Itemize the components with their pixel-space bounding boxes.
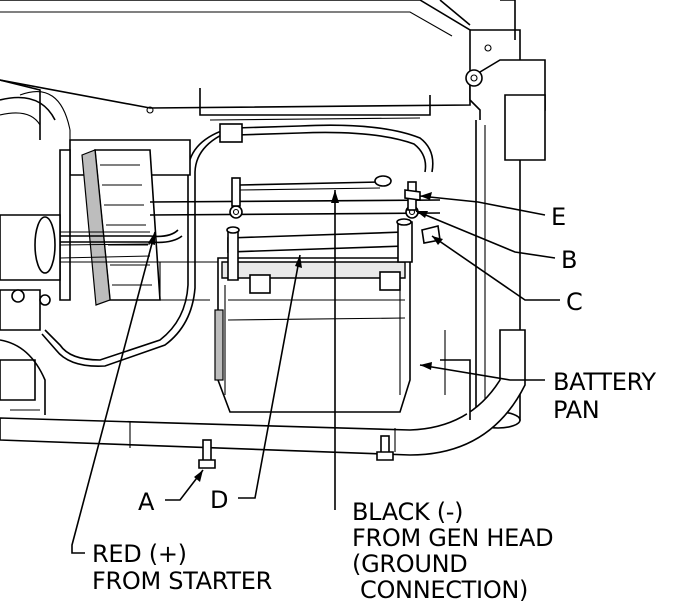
leader-lines (71, 190, 560, 554)
label-black-line1: BLACK (-) (352, 498, 463, 526)
label-red-line1: RED (+) (92, 540, 187, 568)
battery-tray-rails (60, 199, 441, 301)
ground-cable (41, 123, 434, 367)
label-black-line4: CONNECTION) (360, 576, 528, 604)
label-e: E (551, 203, 566, 231)
hold-down-bar (226, 218, 413, 281)
label-c: C (566, 288, 582, 316)
label-battery-pan-line2: PAN (553, 396, 599, 424)
bottom-frame-tube (0, 329, 526, 456)
label-black-line3: (GROUND (352, 550, 467, 578)
callout-labels: E B C BATTERY PAN A D BLACK (-) FROM GEN… (92, 203, 657, 604)
battery (214, 257, 411, 413)
starter-assembly (0, 96, 191, 415)
label-b: B (561, 246, 577, 274)
label-a: A (138, 488, 155, 516)
generator-frame (0, 0, 521, 230)
label-battery-pan-line1: BATTERY (553, 368, 656, 396)
label-black-line2: FROM GEN HEAD (352, 524, 553, 552)
mounting-bolts (198, 435, 394, 469)
label-red-line2: FROM STARTER (92, 567, 272, 595)
label-d: D (210, 486, 228, 514)
